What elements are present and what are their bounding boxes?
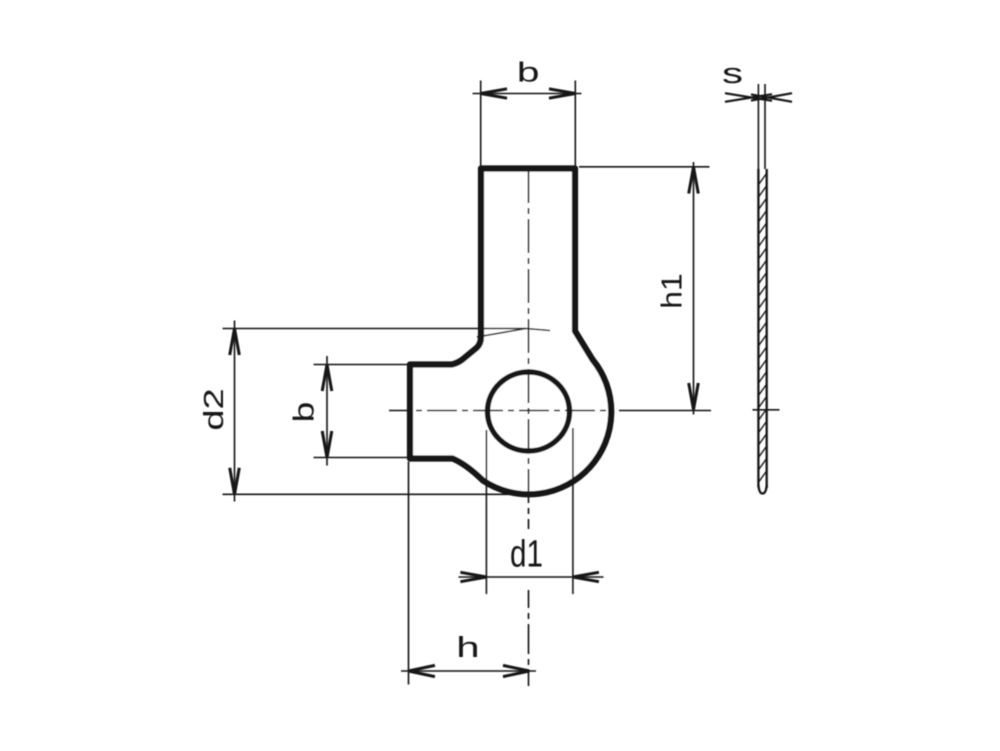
svg-text:b: b: [288, 402, 320, 423]
svg-text:d1: d1: [510, 533, 543, 575]
svg-text:d2: d2: [199, 388, 230, 430]
svg-text:b: b: [517, 57, 540, 88]
svg-text:h: h: [456, 630, 479, 663]
svg-text:h1: h1: [656, 273, 688, 308]
svg-text:s: s: [722, 57, 743, 90]
